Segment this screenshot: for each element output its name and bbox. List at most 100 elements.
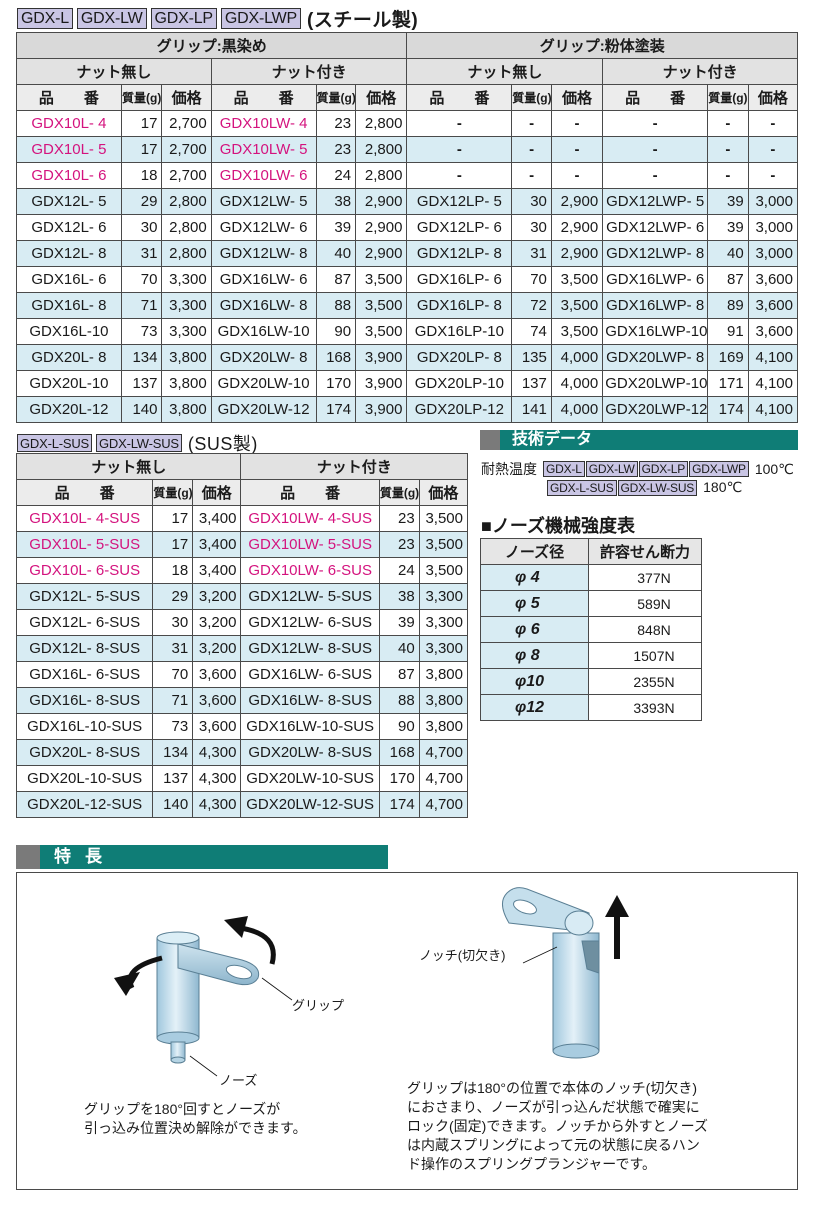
weight-cell: 71 <box>152 687 194 714</box>
weight-cell: 137 <box>120 370 163 397</box>
price-cell: - <box>550 110 604 137</box>
price-cell: 3,200 <box>192 635 242 662</box>
price-cell: 2,800 <box>161 240 212 267</box>
series-tag: GDX-L-SUS <box>547 479 617 496</box>
weight-cell: 171 <box>707 370 749 397</box>
weight-cell: 24 <box>315 162 357 189</box>
price-cell: 3,500 <box>418 505 469 532</box>
part-number-cell: GDX12LW- 6-SUS <box>240 609 380 636</box>
part-number-cell: GDX10L- 6-SUS <box>15 557 154 584</box>
price-cell: 3,500 <box>355 266 408 293</box>
part-number-cell: GDX20L-10-SUS <box>15 765 154 792</box>
price-cell: 2,800 <box>161 188 212 215</box>
price-cell: 3,300 <box>161 318 212 345</box>
features-box: グリップ ノーズ グリップを180°回すとノーズが 引っ込み位置決め解除ができま… <box>16 872 798 1190</box>
tech-data-title: 技術データ <box>500 430 798 450</box>
price-cell: 3,300 <box>161 292 212 319</box>
price-cell: 3,600 <box>747 292 799 319</box>
price-cell: 3,900 <box>355 370 408 397</box>
weight-cell: 87 <box>378 661 420 688</box>
col-part-header: 品 番 <box>406 84 513 111</box>
part-number-cell: GDX12L- 6-SUS <box>15 609 154 636</box>
weight-cell: 174 <box>378 791 420 818</box>
weight-cell: 31 <box>511 240 552 267</box>
shear-force-cell: 377N <box>588 564 702 591</box>
part-number-cell: GDX20LW-12 <box>210 396 317 423</box>
series-tag: GDX-LWP <box>689 461 749 477</box>
nose-diameter-cell: φ 8 <box>480 642 589 669</box>
col-part-header: 品 番 <box>602 84 709 111</box>
price-cell: 2,800 <box>355 110 408 137</box>
price-cell: 3,200 <box>192 583 242 610</box>
price-cell: 3,000 <box>747 188 799 215</box>
feature-note-right: グリップは180°の位置で本体のノッチ(切欠き) におさまり、ノーズが引っ込んだ… <box>407 1080 708 1172</box>
part-number-cell: GDX16L- 6 <box>16 266 122 293</box>
part-number-cell: GDX12LW- 5-SUS <box>240 583 380 610</box>
weight-cell: 90 <box>378 713 420 740</box>
price-cell: 4,700 <box>418 791 469 818</box>
weight-cell: 140 <box>120 396 163 423</box>
price-cell: 4,000 <box>550 396 604 423</box>
col-weight-header: 質量(g) <box>707 84 749 111</box>
weight-cell: 30 <box>511 188 552 215</box>
weight-cell: 174 <box>315 396 357 423</box>
sus-price-table: ナット無し ナット付き 品 番 質量(g) 価格 品 番 質量(g) 価格 GD… <box>15 453 469 818</box>
weight-cell: 170 <box>378 765 420 792</box>
col-part-header: 品 番 <box>16 84 122 111</box>
steel-series-header: GDX-L GDX-LW GDX-LP GDX-LWP (スチール製) <box>17 5 418 32</box>
part-number-cell: GDX16LW- 6-SUS <box>240 661 380 688</box>
grip-black-header: グリップ:黒染め <box>15 32 408 59</box>
weight-cell: 91 <box>707 318 749 345</box>
weight-cell: 18 <box>152 557 194 584</box>
weight-cell: 31 <box>152 635 194 662</box>
part-number-cell: GDX12LW- 8 <box>210 240 317 267</box>
price-cell: 2,800 <box>355 136 408 163</box>
sus-series-header: GDX-L-SUS GDX-LW-SUS (SUS製) <box>17 430 258 456</box>
price-cell: - <box>747 136 799 163</box>
price-cell: 3,800 <box>161 396 212 423</box>
part-number-cell: GDX12L- 8-SUS <box>15 635 154 662</box>
part-number-cell: GDX16L-10 <box>16 318 122 345</box>
price-cell: 4,300 <box>192 739 242 766</box>
price-cell: 3,800 <box>161 370 212 397</box>
weight-cell: - <box>707 110 749 137</box>
price-cell: 3,800 <box>161 344 212 371</box>
weight-cell: 137 <box>152 765 194 792</box>
series-tag: GDX-LW-SUS <box>96 434 182 452</box>
price-cell: 2,700 <box>161 162 212 189</box>
part-number-cell: GDX16LP-10 <box>406 318 513 345</box>
part-number-cell: GDX20LWP-12 <box>602 396 709 423</box>
nose-strength-title: ■ノーズ機械強度表 <box>481 516 635 536</box>
weight-cell: 30 <box>511 214 552 241</box>
part-number-cell: GDX10LW- 4 <box>210 110 317 137</box>
part-number-cell: GDX20LW- 8 <box>210 344 317 371</box>
price-cell: 2,700 <box>161 110 212 137</box>
heat-value: 100℃ <box>754 460 794 477</box>
weight-cell: - <box>707 162 749 189</box>
price-cell: 2,800 <box>161 214 212 241</box>
weight-cell: 134 <box>152 739 194 766</box>
part-number-cell: GDX20LW-10 <box>210 370 317 397</box>
price-cell: 3,600 <box>747 266 799 293</box>
part-number-cell: GDX16LW- 6 <box>210 266 317 293</box>
weight-cell: 17 <box>120 110 163 137</box>
part-number-cell: - <box>406 162 513 189</box>
part-number-cell: - <box>406 136 513 163</box>
part-number-cell: GDX10L- 4-SUS <box>15 505 154 532</box>
col-part-header: 品 番 <box>210 84 317 111</box>
weight-cell: 30 <box>152 609 194 636</box>
price-cell: 3,600 <box>192 713 242 740</box>
